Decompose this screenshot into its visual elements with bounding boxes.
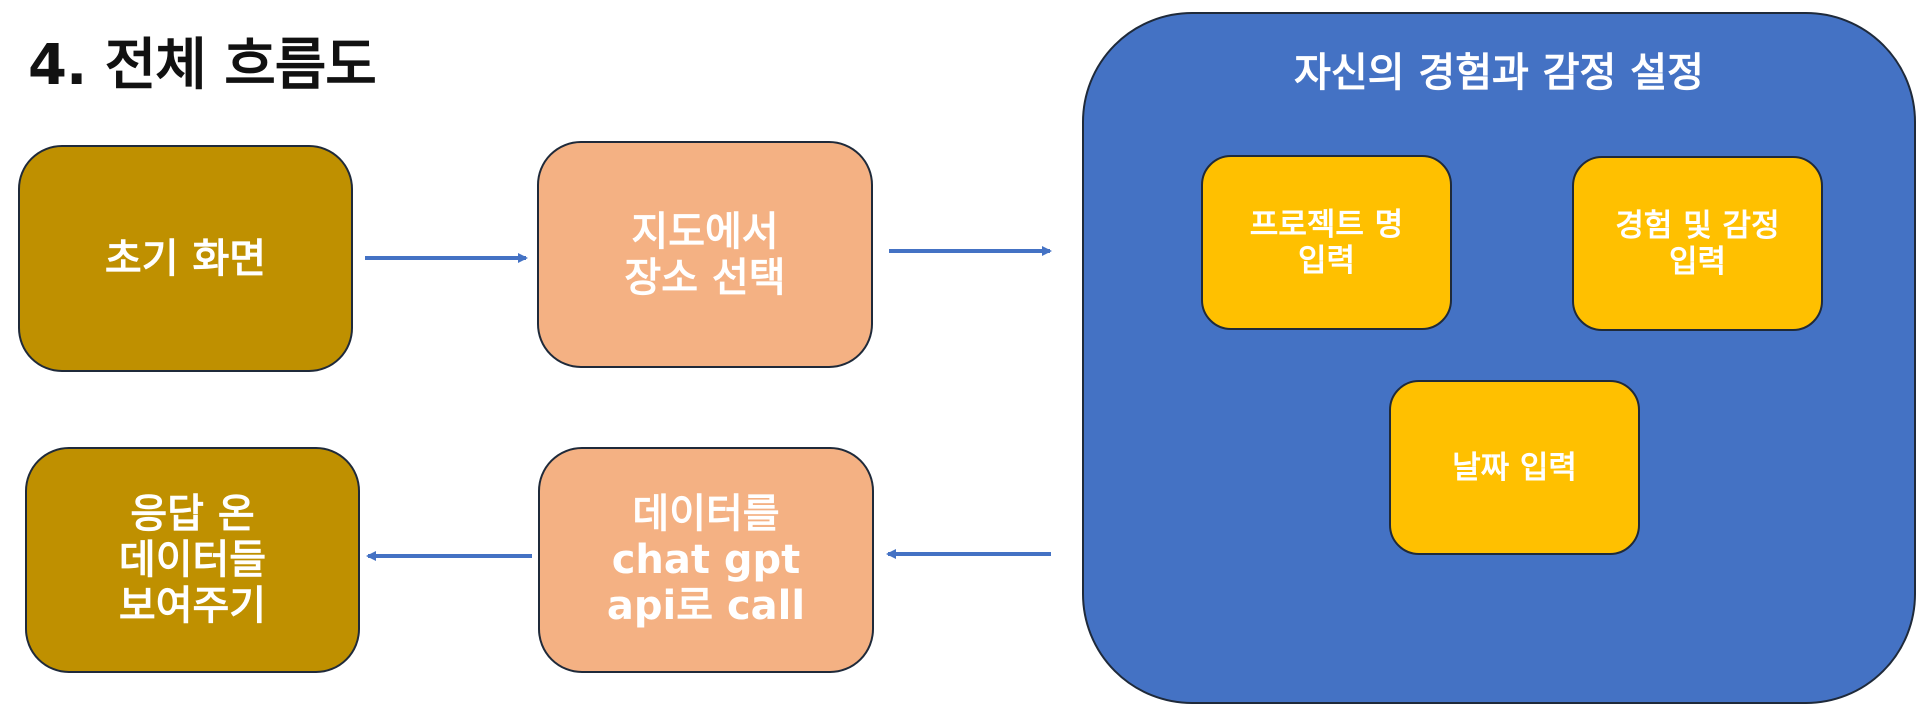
node-show-response: 응답 온 데이터들 보여주기 (25, 447, 360, 673)
node-call-api: 데이터를 chat gpt api로 call (538, 447, 874, 673)
settings-group-title: 자신의 경험과 감정 설정 (1294, 50, 1704, 96)
node-project-name: 프로젝트 명 입력 (1201, 155, 1452, 330)
settings-group: 자신의 경험과 감정 설정 프로젝트 명 입력 경험 및 감정 입력 날짜 입력 (1082, 12, 1916, 704)
node-select-place: 지도에서 장소 선택 (537, 141, 873, 368)
node-initial-screen: 초기 화면 (18, 145, 353, 372)
node-experience-emotion: 경험 및 감정 입력 (1572, 156, 1823, 331)
page-title: 4. 전체 흐름도 (28, 33, 377, 98)
node-date: 날짜 입력 (1389, 380, 1640, 555)
